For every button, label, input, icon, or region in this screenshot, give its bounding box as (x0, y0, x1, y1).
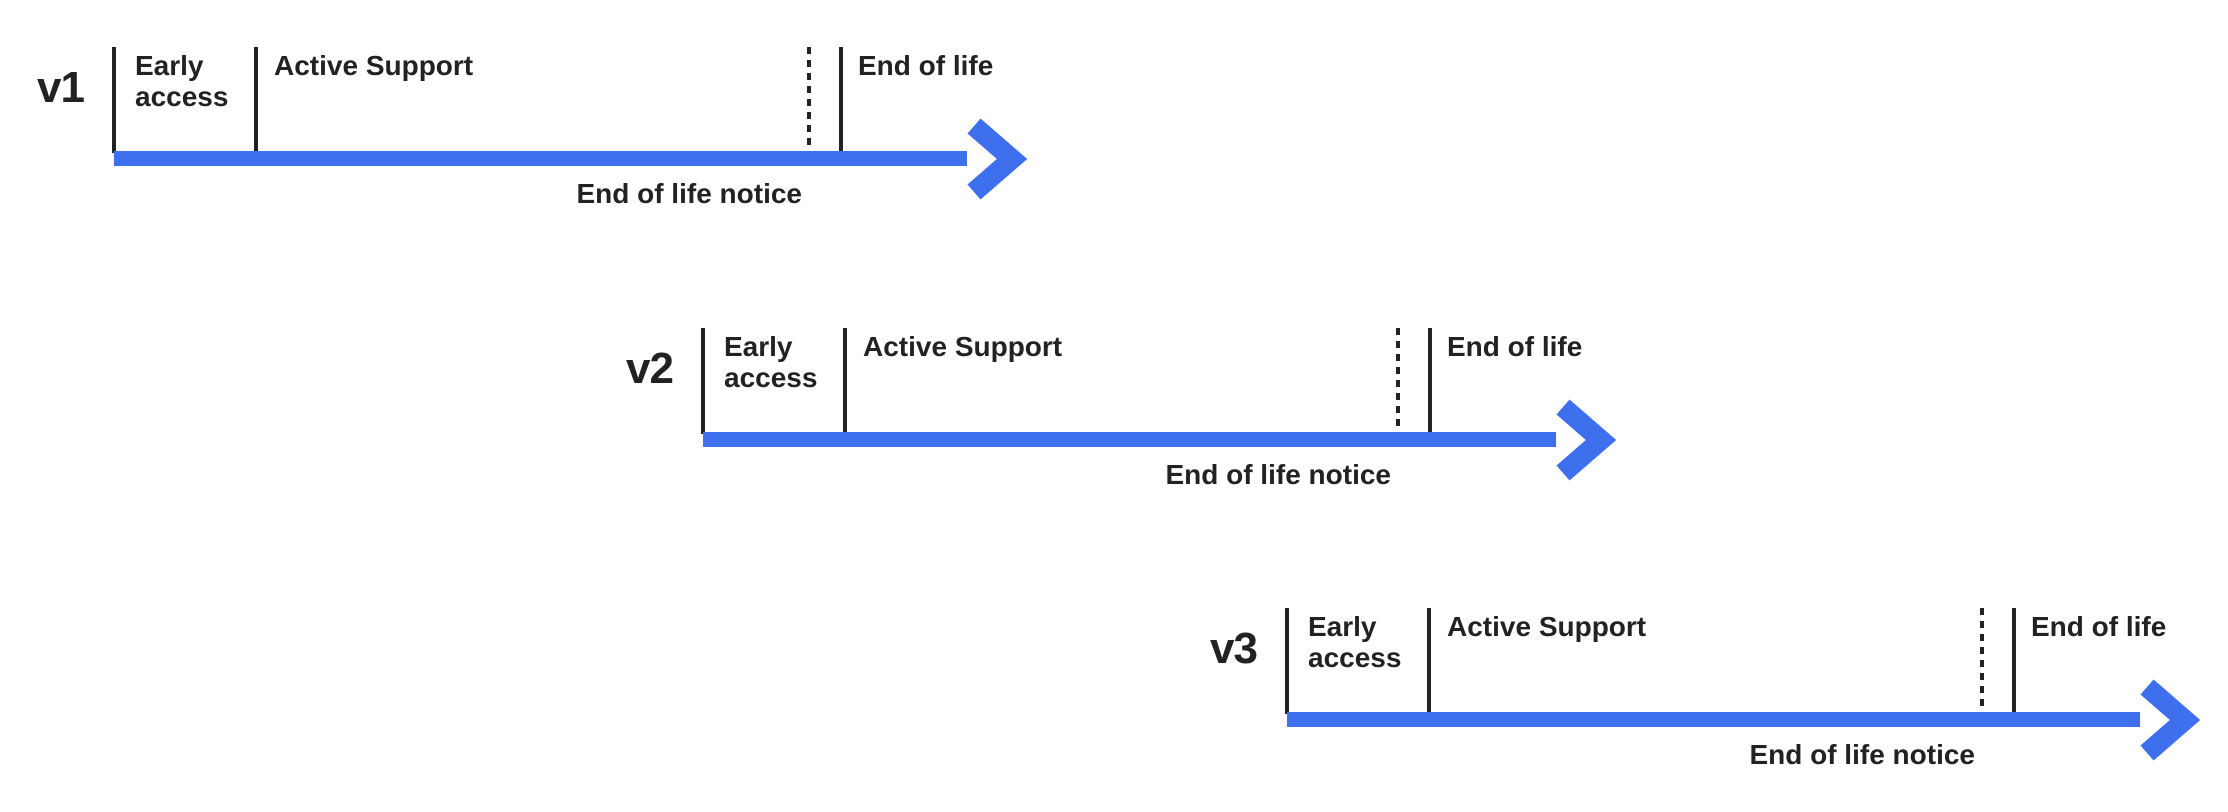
active-support-tick (1427, 608, 1431, 714)
timeline-bar (1287, 712, 2140, 727)
eol-notice-dashed-line (1396, 328, 1400, 434)
version-label: v2 (626, 344, 674, 393)
timeline-row-v1: v1 Early access Active Support End of li… (37, 47, 1104, 227)
phase-label-active-support: Active Support (863, 331, 1063, 362)
phase-label-end-of-life: End of life (2031, 611, 2167, 642)
arrow-right-icon (1556, 399, 1617, 481)
end-of-life-tick (839, 47, 843, 153)
phase-label-active-support: Active Support (274, 50, 474, 81)
timeline-row-v2: v2 Early access Active Support End of li… (626, 328, 1693, 508)
eol-notice-dashed-line (1980, 608, 1984, 714)
arrow-right-icon (967, 118, 1028, 200)
version-label: v1 (37, 63, 85, 112)
active-support-tick (254, 47, 258, 153)
eol-notice-dashed-line (807, 47, 811, 153)
timeline-bar (703, 432, 1556, 447)
phase-label-early-access: Early access (724, 331, 818, 393)
early-access-tick (701, 328, 705, 434)
timeline-bar (114, 151, 967, 166)
phase-label-active-support: Active Support (1447, 611, 1647, 642)
active-support-tick (843, 328, 847, 434)
phase-label-end-of-life: End of life (1447, 331, 1583, 362)
end-of-life-tick (2012, 608, 2016, 714)
eol-notice-label: End of life notice (1749, 739, 1975, 770)
phase-label-end-of-life: End of life (858, 50, 994, 81)
early-access-tick (112, 47, 116, 153)
early-access-tick (1285, 608, 1289, 714)
phase-label-early-access: Early access (1308, 611, 1402, 673)
eol-notice-label: End of life notice (1165, 459, 1391, 490)
end-of-life-tick (1428, 328, 1432, 434)
version-label: v3 (1210, 624, 1258, 673)
phase-label-early-access: Early access (135, 50, 229, 112)
timeline-row-v3: v3 Early access Active Support End of li… (1210, 608, 2228, 788)
eol-notice-label: End of life notice (576, 178, 802, 209)
arrow-right-icon (2140, 679, 2201, 761)
